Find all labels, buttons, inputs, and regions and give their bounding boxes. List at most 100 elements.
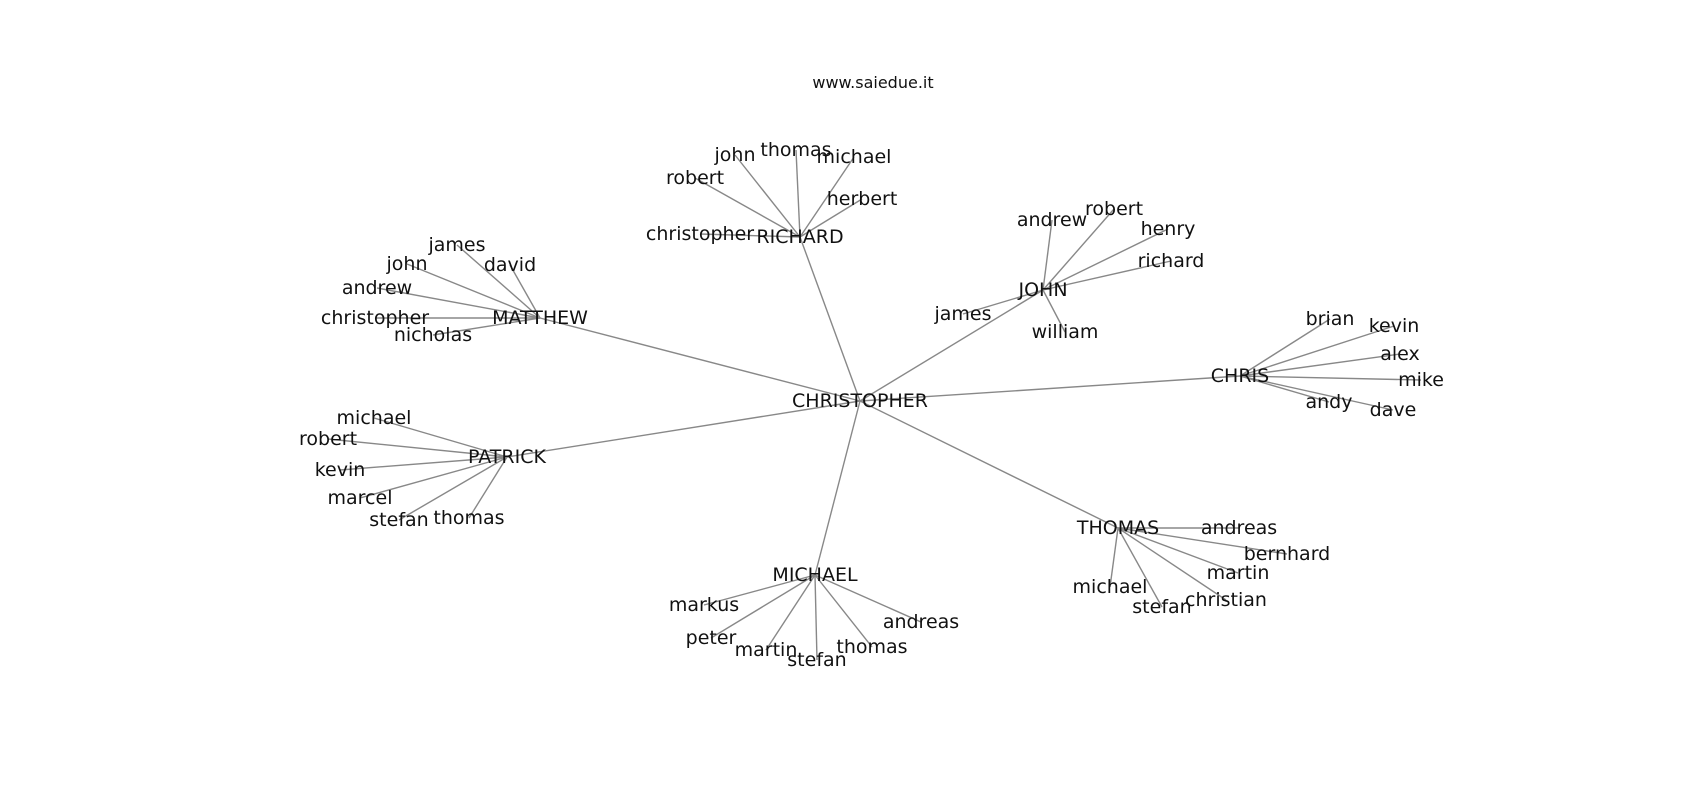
edge-michael-to-peter bbox=[710, 574, 816, 639]
edge-thomas-to-bernhard bbox=[1117, 527, 1288, 555]
edge-michael-to-stefan bbox=[814, 574, 818, 661]
edge-thomas-to-stefan bbox=[1117, 527, 1163, 608]
edge-matthew-to-andrew bbox=[376, 287, 541, 319]
leaf-node-label: nicholas bbox=[394, 324, 472, 346]
diagram-title: www.saiedue.it bbox=[812, 73, 933, 92]
edge-richard-to-thomas bbox=[795, 149, 801, 238]
leaf-node-label: alex bbox=[1380, 343, 1420, 365]
edge-center-to-patrick bbox=[506, 400, 861, 458]
edge-patrick-to-thomas bbox=[468, 456, 508, 519]
leaf-node-label: martin bbox=[735, 639, 798, 661]
edge-patrick-to-kevin bbox=[339, 456, 508, 471]
edge-chris-to-brian bbox=[1239, 318, 1331, 377]
leaf-node-label: william bbox=[1032, 321, 1099, 343]
edge-patrick-to-marcel bbox=[359, 456, 508, 499]
leaf-node-label: martin bbox=[1207, 562, 1270, 584]
edge-michael-to-andreas bbox=[814, 574, 922, 623]
leaf-node-label: john bbox=[386, 253, 428, 275]
leaf-node-label: markus bbox=[669, 594, 739, 616]
leaf-node-label: robert bbox=[666, 167, 724, 189]
edges bbox=[327, 149, 1422, 661]
edge-john-to-henry bbox=[1042, 228, 1169, 291]
edge-john-to-richard bbox=[1042, 260, 1172, 291]
edge-john-to-andrew bbox=[1042, 219, 1053, 291]
edge-michael-to-martin bbox=[765, 574, 816, 651]
leaf-node-label: andreas bbox=[883, 611, 959, 633]
leaf-node-label: herbert bbox=[827, 188, 898, 210]
leaf-node-label: mike bbox=[1398, 369, 1444, 391]
leaf-node-label: andreas bbox=[1201, 517, 1277, 539]
leaf-node-label: kevin bbox=[315, 459, 366, 481]
edge-center-to-richard bbox=[799, 236, 861, 402]
leaf-node-label: stefan bbox=[369, 509, 428, 531]
edge-matthew-to-james bbox=[456, 244, 541, 319]
leaf-node-label: james bbox=[427, 234, 485, 256]
edge-center-to-john bbox=[859, 289, 1044, 402]
leaf-node-label: andrew bbox=[342, 277, 412, 299]
edge-thomas-to-martin bbox=[1117, 527, 1239, 574]
leaf-node-label: michael bbox=[1073, 576, 1148, 598]
edge-center-to-michael bbox=[814, 400, 861, 576]
edge-chris-to-kevin bbox=[1239, 325, 1395, 377]
edge-patrick-to-stefan bbox=[398, 456, 508, 521]
edge-richard-to-john bbox=[734, 154, 801, 238]
edge-matthew-to-john bbox=[406, 263, 541, 319]
edge-richard-to-christopher bbox=[699, 233, 801, 238]
hub-node-label: MICHAEL bbox=[772, 564, 858, 586]
edge-chris-to-mike bbox=[1239, 375, 1422, 381]
leaf-node-label: bernhard bbox=[1244, 543, 1331, 565]
leaf-node-label: peter bbox=[686, 627, 737, 649]
edge-matthew-to-nicholas bbox=[432, 317, 541, 336]
edge-matthew-to-david bbox=[509, 264, 541, 319]
edge-richard-to-michael bbox=[799, 156, 855, 238]
hub-node-label: PATRICK bbox=[468, 446, 546, 468]
hub-node-label: CHRIS bbox=[1211, 365, 1269, 387]
leaf-node-label: andrew bbox=[1017, 209, 1087, 231]
leaf-node-label: robert bbox=[299, 428, 357, 450]
edge-patrick-to-michael bbox=[373, 417, 508, 458]
edge-john-to-james bbox=[962, 289, 1044, 315]
edge-richard-to-herbert bbox=[799, 198, 863, 238]
leaf-node-label: david bbox=[484, 254, 536, 276]
leaf-node-label: thomas bbox=[760, 139, 831, 161]
leaf-node-label: dave bbox=[1370, 399, 1417, 421]
edge-chris-to-dave bbox=[1239, 375, 1394, 411]
leaf-node-label: michael bbox=[337, 407, 412, 429]
edge-patrick-to-robert bbox=[327, 438, 508, 458]
leaf-node-label: james bbox=[933, 303, 991, 325]
leaf-node-label: christian bbox=[1185, 589, 1267, 611]
edge-thomas-to-christian bbox=[1117, 527, 1227, 601]
leaf-node-label: andy bbox=[1306, 391, 1353, 413]
leaf-node-label: henry bbox=[1141, 218, 1196, 240]
edge-center-to-matthew bbox=[539, 317, 861, 402]
leaf-node-label: robert bbox=[1085, 198, 1143, 220]
leaf-node-label: thomas bbox=[836, 636, 907, 658]
edge-center-to-thomas bbox=[859, 400, 1119, 529]
center-node-label: CHRISTOPHER bbox=[792, 390, 928, 412]
edge-chris-to-alex bbox=[1239, 353, 1401, 377]
leaf-node-label: christopher bbox=[321, 307, 429, 329]
hub-node-label: MATTHEW bbox=[492, 307, 588, 329]
leaf-node-label: marcel bbox=[328, 487, 393, 509]
leaf-node-label: christopher bbox=[646, 223, 754, 245]
hub-node-label: JOHN bbox=[1017, 279, 1067, 301]
edge-center-to-chris bbox=[859, 375, 1241, 402]
leaf-node-label: stefan bbox=[787, 649, 846, 671]
leaf-node-label: stefan bbox=[1132, 596, 1191, 618]
edge-michael-to-markus bbox=[703, 574, 816, 606]
edge-john-to-william bbox=[1042, 289, 1066, 333]
leaf-node-label: john bbox=[714, 144, 756, 166]
hub-node-label: THOMAS bbox=[1076, 517, 1159, 539]
edge-thomas-to-michael bbox=[1109, 527, 1119, 588]
edge-michael-to-thomas bbox=[814, 574, 873, 648]
edge-chris-to-andy bbox=[1239, 375, 1330, 403]
leaf-node-label: richard bbox=[1138, 250, 1205, 272]
leaf-node-label: michael bbox=[817, 146, 892, 168]
leaf-node-label: thomas bbox=[433, 507, 504, 529]
leaf-node-label: brian bbox=[1306, 308, 1355, 330]
hub-node-label: RICHARD bbox=[756, 226, 843, 248]
edge-john-to-robert bbox=[1042, 208, 1115, 291]
edge-richard-to-robert bbox=[694, 177, 801, 238]
